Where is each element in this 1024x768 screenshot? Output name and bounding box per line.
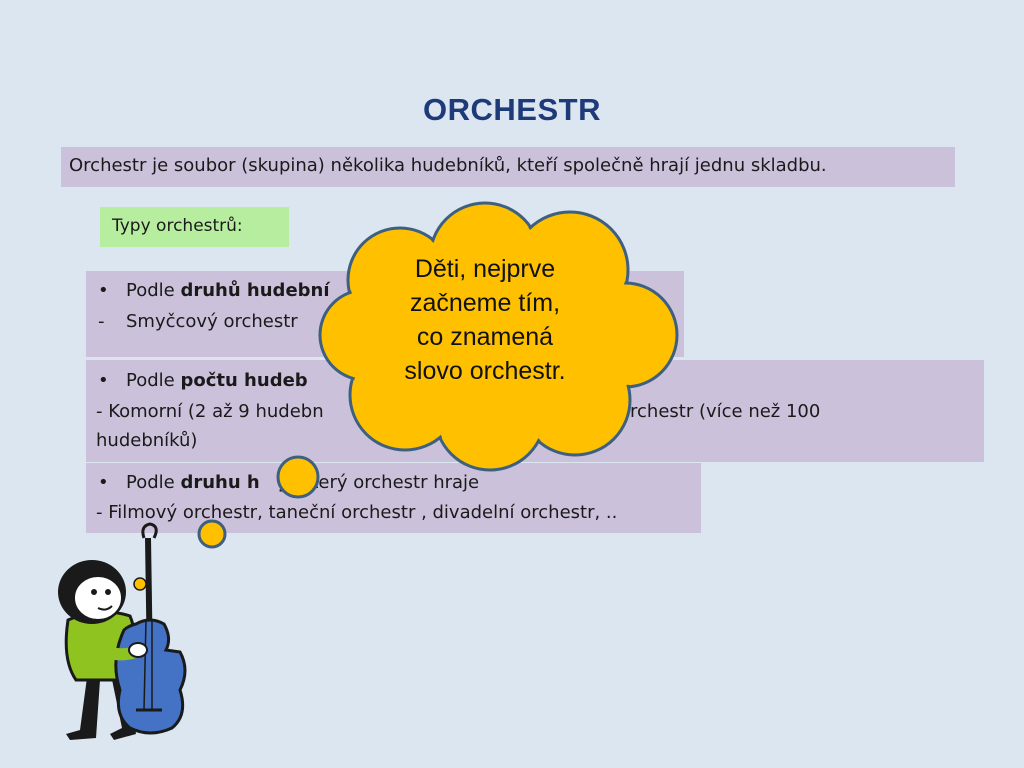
block1-bullet-line: • Podle druhů hudební xyxy=(98,280,330,301)
block2-pre: Podle xyxy=(126,370,181,391)
block1-item-line: -Smyčcový orchestr xyxy=(98,311,298,332)
dash-marker: - xyxy=(98,311,105,332)
block2-line2-end: orchestr (více než 100 xyxy=(619,401,821,422)
thought-bubble-large-icon xyxy=(276,455,320,499)
block2-bullet-line: • Podle počtu hudeb xyxy=(98,370,308,391)
block3-post: , který orchestr hraje xyxy=(289,472,480,493)
block1-pre: Podle xyxy=(126,280,181,301)
block2-line3: hudebníků) xyxy=(96,430,198,451)
definition-text: Orchestr je soubor (skupina) několika hu… xyxy=(69,155,827,176)
types-label-box: Typy orchestrů: xyxy=(100,207,289,247)
block1-item: Smyčcový orchestr xyxy=(126,311,298,332)
cloud-line-4: slovo orchestr. xyxy=(404,357,566,385)
cloud-text: Děti, nejprve začneme tím, co znamená sl… xyxy=(360,252,610,388)
block3-line2: - Filmový orchestr, taneční orchestr , d… xyxy=(96,502,618,523)
block3-bullet-line: •Podle druhu hy, který orchestr hraje xyxy=(98,472,479,493)
bullet-icon: • xyxy=(98,472,109,493)
thought-bubble-small-icon xyxy=(197,519,227,549)
types-label: Typy orchestrů: xyxy=(112,216,243,236)
block3-pre: Podle xyxy=(126,472,181,493)
block2-line2: - Komorní (2 až 9 hudebn xyxy=(96,401,324,422)
block3-bold: druhu h xyxy=(180,472,260,493)
double-bass-player-icon xyxy=(58,522,187,740)
bullet-icon: • xyxy=(98,280,109,301)
thought-cloud-icon xyxy=(318,201,679,472)
cloud-line-3: co znamená xyxy=(416,323,554,351)
block1-bold: druhů hudební xyxy=(180,280,330,301)
bullet-icon: • xyxy=(98,370,109,391)
cloud-line-2: začneme tím, xyxy=(409,289,561,317)
slide-title: ORCHESTR xyxy=(423,92,601,127)
definition-box: Orchestr je soubor (skupina) několika hu… xyxy=(61,147,955,187)
block2-bold: počtu hudeb xyxy=(180,370,308,391)
block-music-type: •Podle druhu hy, který orchestr hraje - … xyxy=(86,463,701,533)
cloud-line-1: Děti, nejprve xyxy=(414,255,556,283)
